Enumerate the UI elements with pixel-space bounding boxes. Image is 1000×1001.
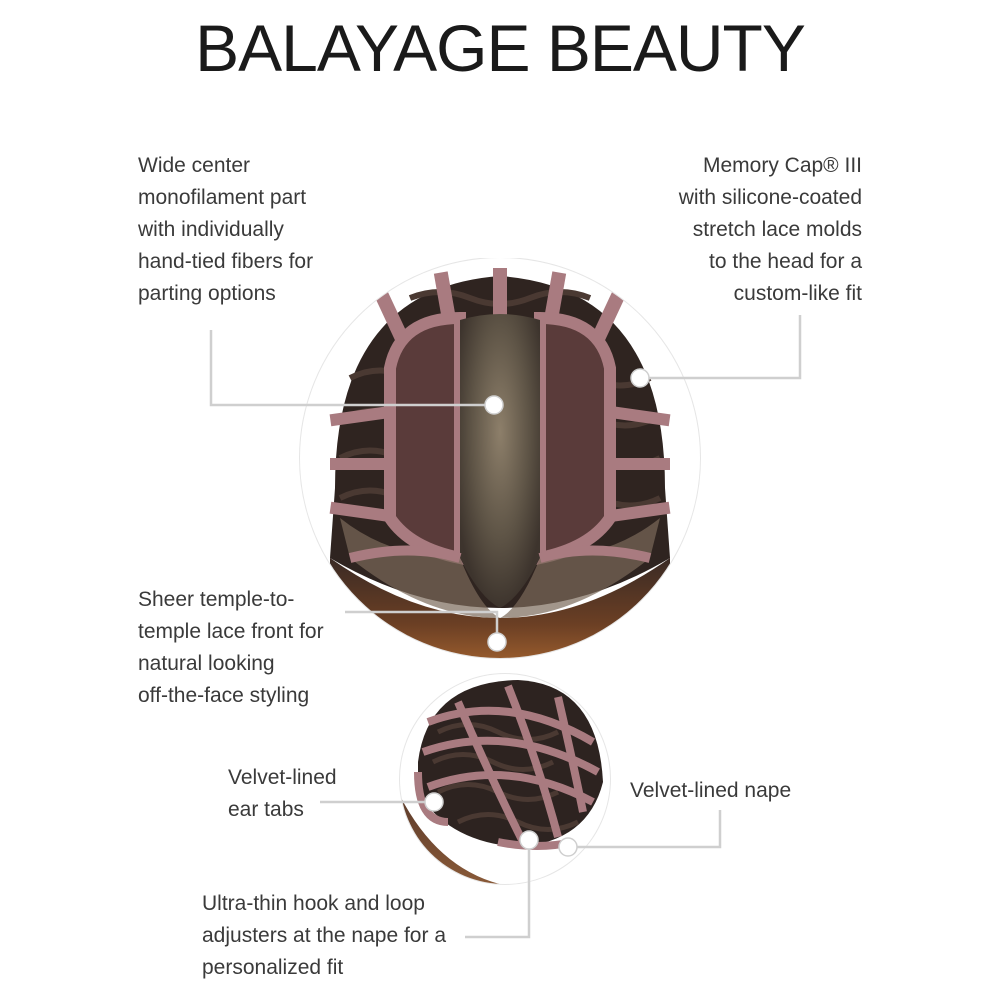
callout-adjusters: Ultra-thin hook and loop adjusters at th… (202, 892, 446, 979)
callout-nape: Velvet-lined nape (630, 779, 792, 802)
callout-dot (519, 830, 539, 850)
callout-ear-tabs: Velvet-lined ear tabs (228, 766, 337, 821)
callout-dot (558, 837, 578, 857)
callout-monofilament-part: Wide center monofilament part with indiv… (138, 154, 314, 305)
callout-dot (484, 395, 504, 415)
callout-dot (487, 632, 507, 652)
page-title: BALAYAGE BEAUTY (195, 11, 806, 85)
callout-memory-cap: Memory Cap® III with silicone-coated str… (678, 154, 862, 305)
back-cap-image (399, 673, 611, 885)
callout-lace-front: Sheer temple-to- temple lace front for n… (138, 588, 324, 707)
front-cap-image (299, 258, 701, 659)
callout-dot (424, 792, 444, 812)
callout-dot (630, 368, 650, 388)
